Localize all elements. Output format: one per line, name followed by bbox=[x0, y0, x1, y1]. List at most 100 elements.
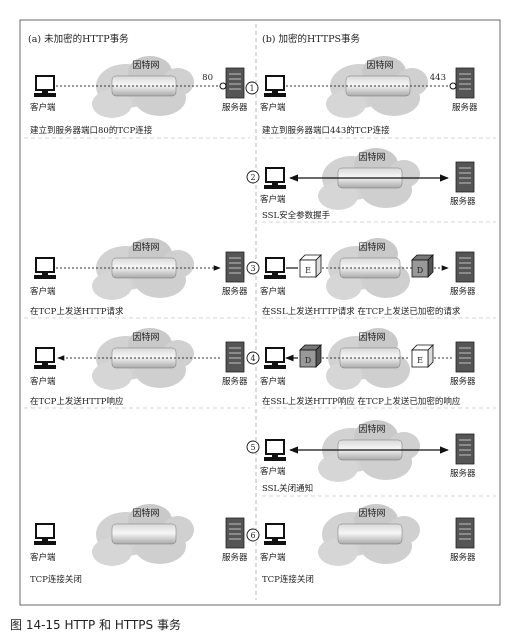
server-icon bbox=[455, 161, 475, 193]
internet-label: 因特网 bbox=[358, 423, 385, 435]
client-label: 客户端 bbox=[30, 286, 56, 297]
client-label: 客户端 bbox=[260, 466, 286, 477]
encrypted-data-box-icon: D bbox=[411, 254, 434, 278]
server-icon bbox=[455, 517, 475, 549]
step-1-left-text: 建立到服务器端口80的TCP连接 bbox=[30, 125, 153, 136]
step-2-https: 2 因特网 客户端 服务器 SSL安全参数握手 bbox=[246, 148, 476, 221]
client-label: 客户端 bbox=[260, 376, 286, 387]
server-icon bbox=[455, 433, 475, 465]
internet-label: 因特网 bbox=[358, 331, 385, 343]
internet-label: 因特网 bbox=[132, 507, 159, 519]
internet-label: 因特网 bbox=[358, 151, 385, 163]
step-number: 3 bbox=[250, 264, 255, 273]
step-1-https: 1 因特网 客户端 443 服务器 建立到服务器端口443的TCP连接 bbox=[245, 56, 478, 136]
internet-label: 因特网 bbox=[358, 507, 385, 519]
server-icon bbox=[225, 67, 245, 99]
encrypt-label: E bbox=[305, 266, 311, 275]
right-panel-title: (b) 加密的HTTPS事务 bbox=[262, 33, 361, 45]
server-label: 服务器 bbox=[222, 286, 248, 297]
decrypt-box-icon: D bbox=[299, 344, 322, 368]
server-label: 服务器 bbox=[450, 196, 476, 207]
client-computer-icon bbox=[264, 439, 286, 461]
server-label: 服务器 bbox=[450, 286, 476, 297]
step-5-right-text: SSL关闭通知 bbox=[262, 483, 313, 494]
internet-label: 因特网 bbox=[132, 241, 159, 253]
figure-caption: 图 14-15 HTTP 和 HTTPS 事务 bbox=[10, 618, 181, 632]
step-6-right-text: TCP连接关闭 bbox=[262, 574, 314, 585]
server-icon bbox=[225, 251, 245, 283]
internet-cloud: 因特网 bbox=[326, 56, 428, 118]
port-80-label: 80 bbox=[202, 73, 213, 83]
client-label: 客户端 bbox=[260, 102, 286, 113]
internet-cloud: 因特网 bbox=[318, 420, 420, 482]
internet-cloud: 因特网 bbox=[92, 56, 194, 118]
internet-label: 因特网 bbox=[132, 331, 159, 343]
step-4-left-text: 在TCP上发送HTTP响应 bbox=[30, 396, 124, 407]
step-number-badge bbox=[246, 528, 260, 542]
step-3-https: 3 因特网 客户端 E D bbox=[246, 238, 476, 317]
step-3-http: 因特网 客户端 服务器 在TCP上发送HTTP请求 bbox=[30, 238, 248, 317]
internet-cloud: 因特网 bbox=[92, 504, 194, 566]
step-number-badge bbox=[246, 351, 260, 365]
client-computer-icon bbox=[264, 167, 286, 189]
step-3-right-text: 在SSL上发送HTTP请求 在TCP上发送已加密的请求 bbox=[262, 306, 461, 317]
server-icon bbox=[225, 517, 245, 549]
internet-label: 因特网 bbox=[366, 59, 393, 71]
step-4-right-text: 在SSL上发送HTTP响应 在TCP上发送已加密的响应 bbox=[262, 396, 461, 407]
port-circle bbox=[449, 82, 457, 90]
server-label: 服务器 bbox=[450, 468, 476, 479]
client-label: 客户端 bbox=[30, 552, 56, 563]
port-circle bbox=[219, 82, 227, 90]
step-number: 4 bbox=[250, 354, 255, 363]
step-1-right-text: 建立到服务器端口443的TCP连接 bbox=[262, 125, 390, 136]
step-number-badge bbox=[246, 261, 260, 275]
figure-frame bbox=[19, 19, 501, 606]
client-computer-icon bbox=[264, 257, 286, 279]
encrypt-box-icon: E bbox=[299, 254, 322, 278]
step-2-right-text: SSL安全参数握手 bbox=[262, 210, 331, 221]
step-number-badge bbox=[246, 170, 260, 184]
client-computer-icon bbox=[34, 347, 56, 369]
client-computer-icon bbox=[34, 257, 56, 279]
server-label: 服务器 bbox=[222, 376, 248, 387]
step-number: 6 bbox=[250, 531, 255, 540]
server-icon bbox=[225, 341, 245, 373]
server-label: 服务器 bbox=[452, 102, 478, 113]
client-label: 客户端 bbox=[30, 102, 56, 113]
server-icon bbox=[455, 67, 475, 99]
server-label: 服务器 bbox=[222, 102, 248, 113]
server-label: 服务器 bbox=[222, 552, 248, 563]
step-number-badge bbox=[245, 81, 259, 95]
step-3-left-text: 在TCP上发送HTTP请求 bbox=[30, 306, 124, 317]
client-computer-icon bbox=[34, 75, 56, 97]
client-computer-icon bbox=[264, 523, 286, 545]
internet-cloud: 因特网 bbox=[326, 238, 410, 300]
step-number: 1 bbox=[249, 84, 254, 93]
client-label: 客户端 bbox=[30, 376, 56, 387]
step-4-http: 因特网 客户端 服务器 在TCP上发送HTTP响应 bbox=[30, 328, 248, 407]
server-icon bbox=[455, 251, 475, 283]
internet-cloud: 因特网 bbox=[92, 238, 194, 300]
client-computer-icon bbox=[264, 75, 286, 97]
decrypt-label: D bbox=[417, 266, 423, 275]
port-443-label: 443 bbox=[430, 73, 446, 83]
internet-cloud: 因特网 bbox=[318, 504, 420, 566]
client-computer-icon bbox=[264, 347, 286, 369]
step-6-http: 因特网 客户端 服务器 TCP连接关闭 bbox=[30, 504, 248, 585]
client-label: 客户端 bbox=[260, 286, 286, 297]
step-5-https: 5 因特网 客户端 服务器 SSL关闭通知 bbox=[246, 420, 476, 494]
server-label: 服务器 bbox=[450, 552, 476, 563]
step-4-https: 4 因特网 客户端 D E bbox=[246, 328, 476, 407]
internet-label: 因特网 bbox=[132, 59, 159, 71]
client-label: 客户端 bbox=[260, 194, 286, 205]
row-separators bbox=[24, 137, 496, 497]
client-computer-icon bbox=[34, 523, 56, 545]
internet-cloud: 因特网 bbox=[92, 328, 194, 390]
server-icon bbox=[455, 341, 475, 373]
left-panel-title: (a) 未加密的HTTP事务 bbox=[28, 33, 129, 45]
step-number-badge bbox=[246, 440, 260, 454]
encrypt-box-icon: E bbox=[411, 344, 434, 368]
step-6-left-text: TCP连接关闭 bbox=[30, 574, 82, 585]
decrypt-label: D bbox=[305, 356, 311, 365]
